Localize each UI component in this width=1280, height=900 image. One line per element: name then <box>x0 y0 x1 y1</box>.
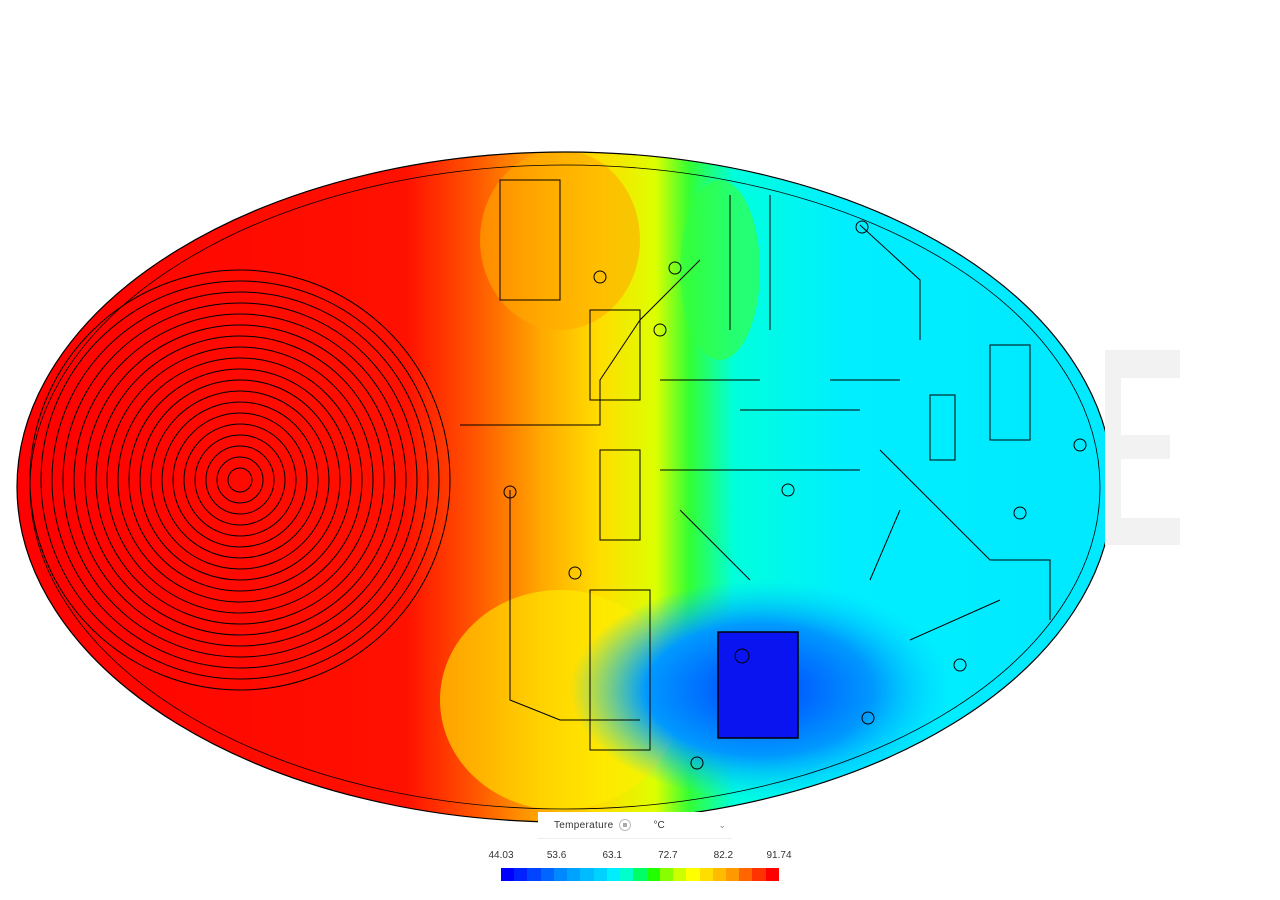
color-bar <box>501 868 779 881</box>
legend-color-band <box>712 868 726 881</box>
legend-color-band <box>673 868 687 881</box>
coil-turn <box>40 280 440 680</box>
legend-color-band <box>567 868 581 881</box>
legend-color-band <box>553 868 568 881</box>
spiral-coil <box>29 269 451 691</box>
coil-turn <box>128 368 352 592</box>
coil-turn <box>183 423 297 537</box>
legend-color-band <box>765 868 779 881</box>
legend-color-band <box>725 868 740 881</box>
field-label: Temperature <box>554 819 614 831</box>
legend-tick-label: 53.6 <box>546 850 567 861</box>
coil-turn <box>205 445 275 515</box>
coil-turn <box>106 346 374 614</box>
coil-turn <box>150 390 330 570</box>
stop-icon[interactable] <box>619 819 632 831</box>
coil-turn <box>161 401 319 559</box>
coil-turn <box>62 302 418 658</box>
coil-turn <box>216 456 264 504</box>
legend-color-band <box>501 868 515 881</box>
ic-chip[interactable] <box>717 631 799 739</box>
legend-tick-label: 72.7 <box>658 850 678 861</box>
traces <box>460 179 1087 770</box>
legend-color-band <box>527 868 541 881</box>
coil-turn <box>139 379 341 581</box>
legend-color-band <box>646 868 660 881</box>
legend-color-band <box>699 868 713 881</box>
color-legend: 44.03 53.6 63.1 72.7 82.2 91.74 <box>480 848 800 888</box>
legend-color-band <box>514 868 528 881</box>
legend-color-band <box>580 868 594 881</box>
legend-color-band <box>739 868 753 881</box>
coil-turn <box>51 291 429 669</box>
legend-tick-label: 63.1 <box>602 850 622 861</box>
chevron-down-icon[interactable]: ⌄ <box>718 819 726 830</box>
coil-turn <box>84 324 396 636</box>
legend-color-band <box>686 868 700 881</box>
unit-select[interactable]: °C <box>653 819 665 831</box>
legend-color-band <box>593 868 607 881</box>
legend-color-band <box>540 868 554 881</box>
legend-tick-label: 44.03 <box>488 850 514 861</box>
legend-color-band <box>606 868 621 881</box>
coil-turn <box>95 335 385 625</box>
legend-color-band <box>752 868 766 881</box>
legend-color-band <box>620 868 634 881</box>
watermark-logo <box>1105 350 1180 545</box>
coil-turn <box>194 434 286 526</box>
coil-turn <box>29 269 451 691</box>
legend-color-band <box>633 868 647 881</box>
chip-pin1-marker <box>734 648 750 664</box>
coil-turn <box>227 467 253 493</box>
legend-color-band <box>659 868 674 881</box>
coil-turn <box>117 357 363 603</box>
coil-turn <box>172 412 308 548</box>
coil-turn <box>73 313 407 647</box>
legend-tick-label: 82.2 <box>713 850 734 861</box>
result-field-selector[interactable]: Temperature °C ⌄ <box>538 812 732 839</box>
temperature-contour <box>17 152 1113 822</box>
legend-tick-label: 91.74 <box>766 850 792 861</box>
